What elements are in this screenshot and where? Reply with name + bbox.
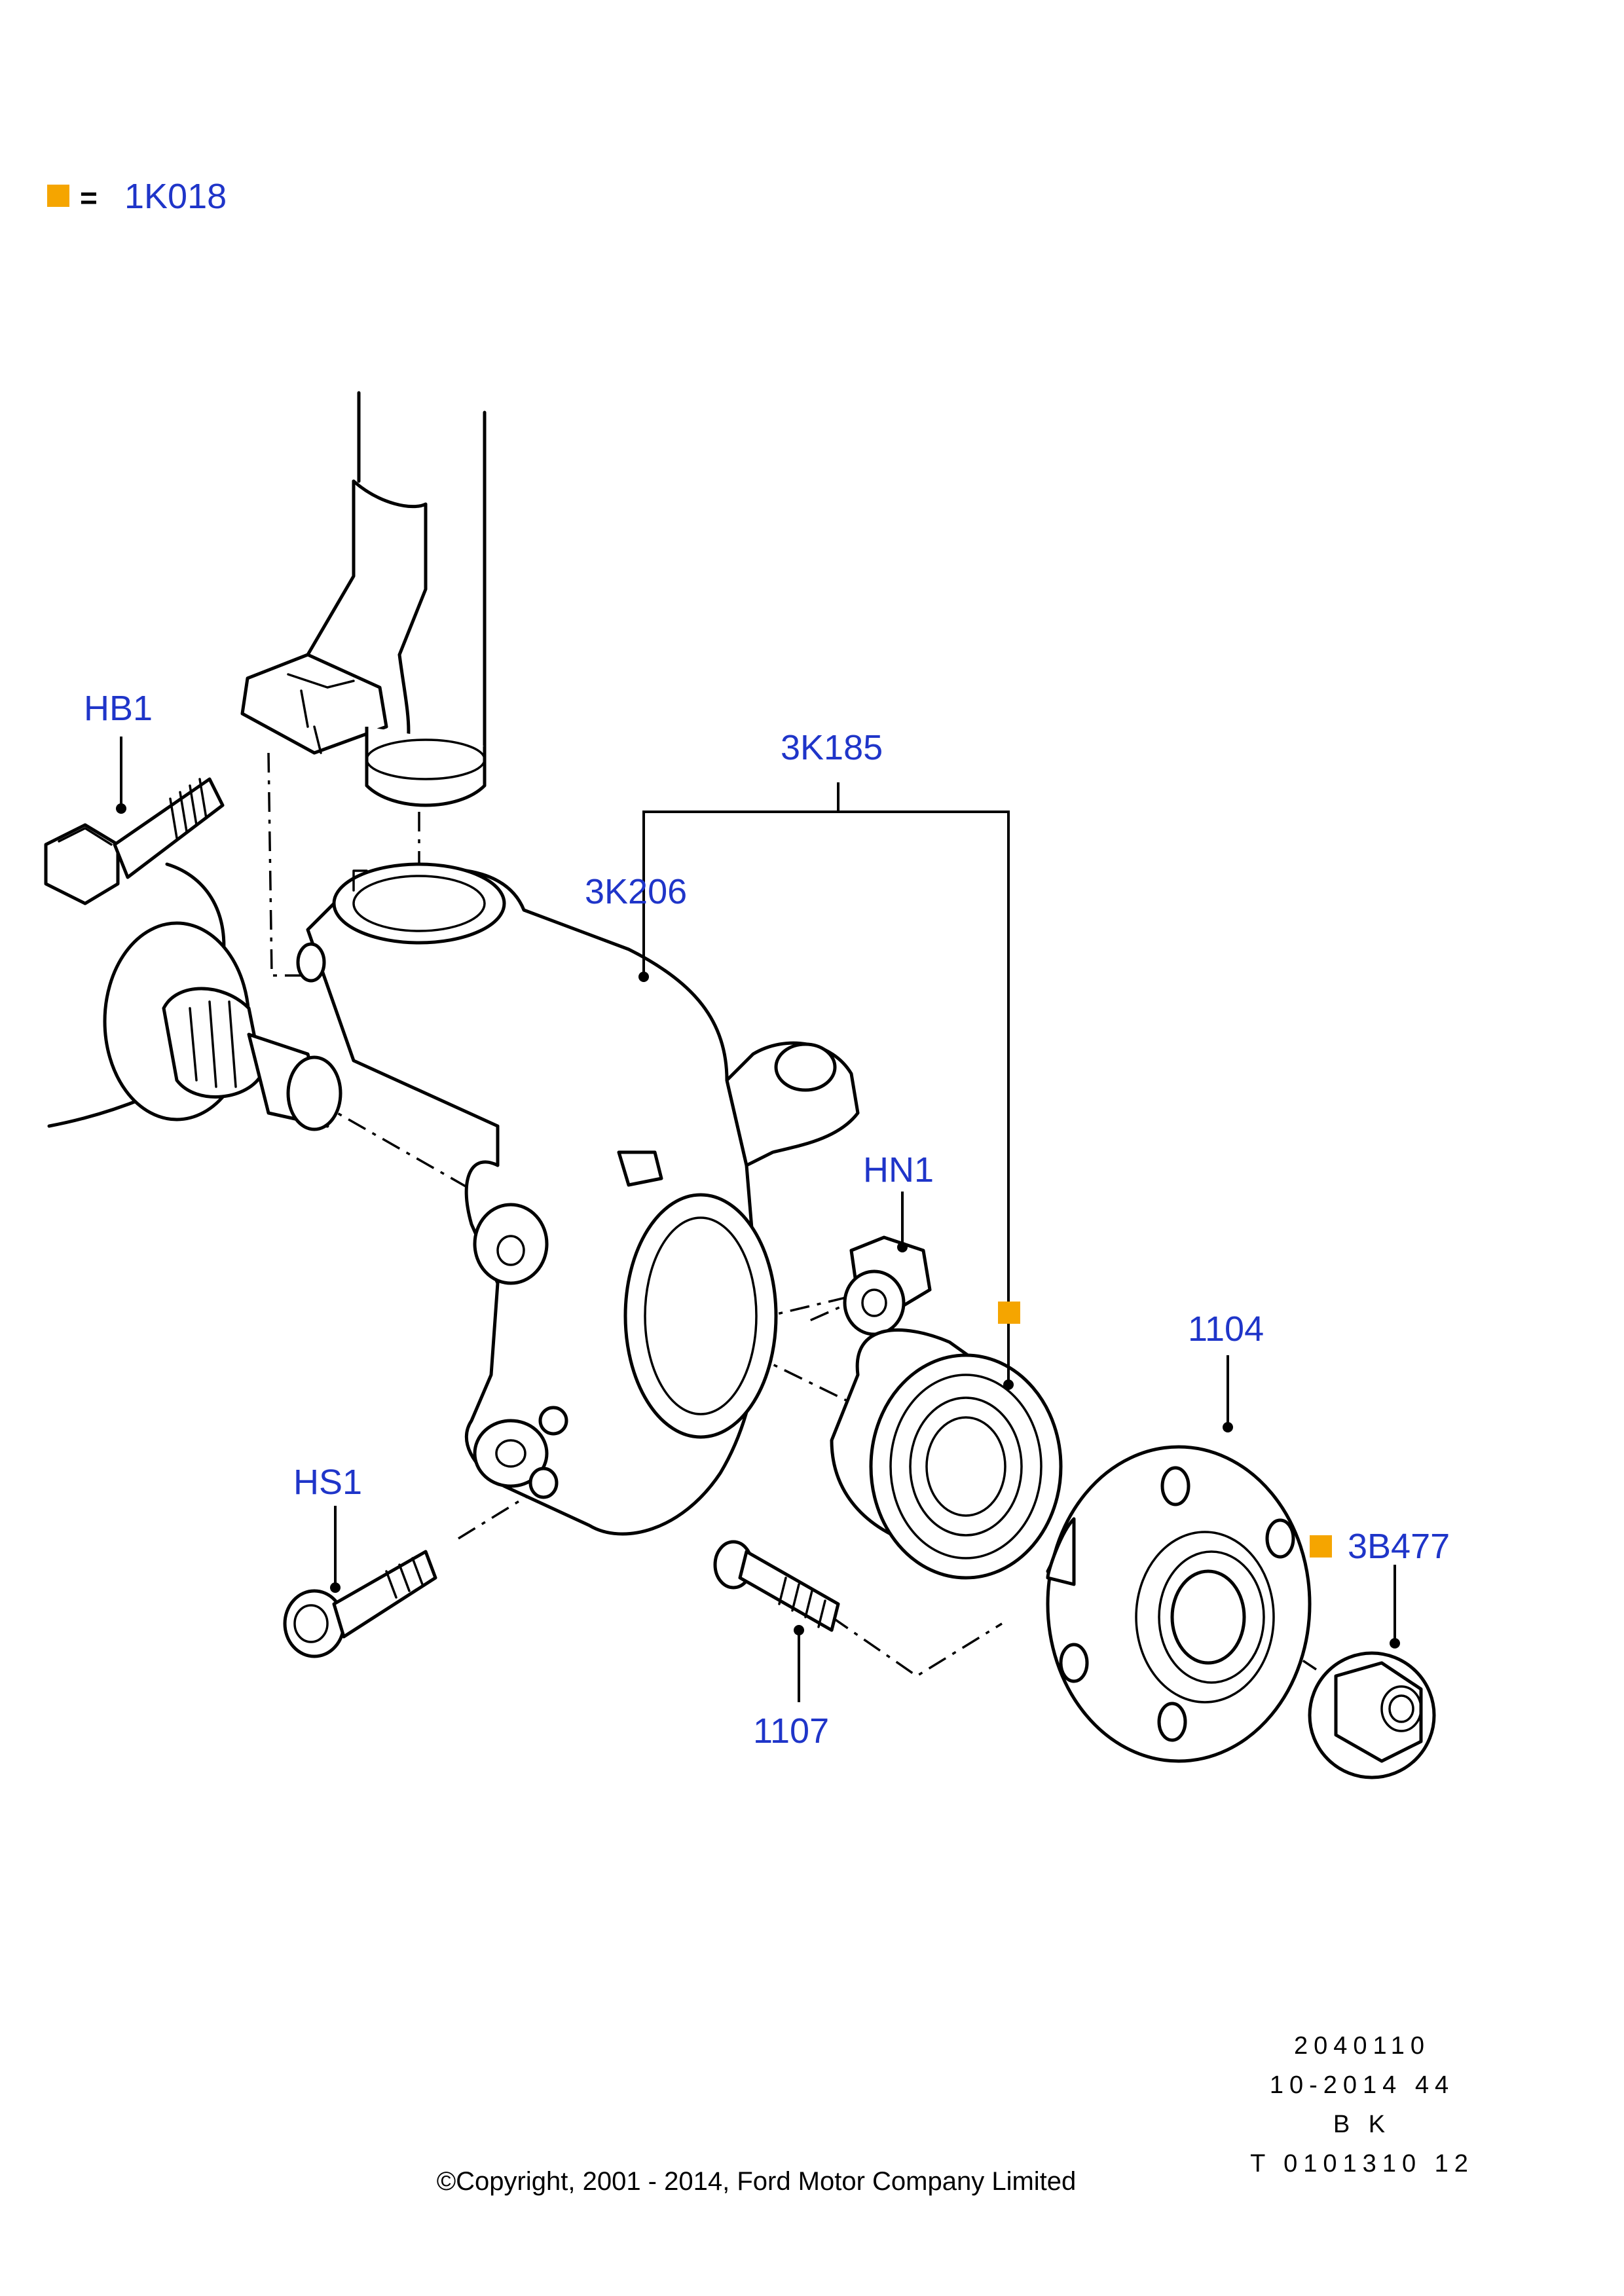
- label-hs1[interactable]: HS1: [293, 1463, 362, 1502]
- nut-hn1-drawing: [843, 1235, 932, 1336]
- label-3b477[interactable]: 3B477: [1348, 1527, 1450, 1566]
- strut-drawing: [240, 391, 487, 807]
- bolt-hs1-drawing: [283, 1550, 437, 1658]
- hub-drawing: [1046, 1445, 1312, 1763]
- reference-line-4: T 0101310 12: [1250, 2150, 1474, 2178]
- legend: = 1K018: [47, 177, 227, 216]
- legend-code[interactable]: 1K018: [124, 177, 227, 216]
- legend-marker: [47, 185, 69, 207]
- reference-block: 2040110 10-2014 44 B K T 0101310 12: [1244, 2026, 1480, 2183]
- knuckle-drawing: [296, 862, 860, 1536]
- legend-equals: =: [80, 181, 98, 215]
- reference-line-3: B K: [1333, 2111, 1392, 2138]
- reference-line-1: 2040110: [1293, 2032, 1431, 2060]
- label-3k185[interactable]: 3K185: [781, 728, 883, 767]
- leader-lines: [116, 737, 1400, 1702]
- label-1107[interactable]: 1107: [753, 1711, 829, 1751]
- stud-1107-drawing: [713, 1540, 840, 1632]
- reference-line-2: 10-2014 44: [1269, 2071, 1455, 2099]
- bolt-hb1-drawing: [44, 777, 225, 905]
- label-hn1[interactable]: HN1: [863, 1150, 934, 1190]
- copyright-notice: ©Copyright, 2001 - 2014, Ford Motor Comp…: [436, 2167, 1077, 2196]
- label-3k206[interactable]: 3K206: [585, 872, 687, 911]
- marker-bearing: [998, 1302, 1020, 1324]
- label-hb1[interactable]: HB1: [84, 689, 153, 728]
- nut-3b477-drawing: [1308, 1651, 1436, 1779]
- label-1104[interactable]: 1104: [1188, 1309, 1264, 1349]
- driveshaft-drawing: [47, 862, 342, 1131]
- bearing-drawing: [830, 1328, 1063, 1580]
- marker-nut: [1310, 1535, 1332, 1558]
